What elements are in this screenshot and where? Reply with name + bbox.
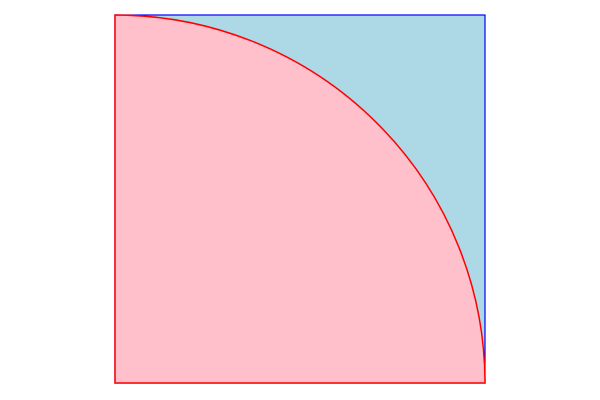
quarter-circle-shape [114,14,486,384]
